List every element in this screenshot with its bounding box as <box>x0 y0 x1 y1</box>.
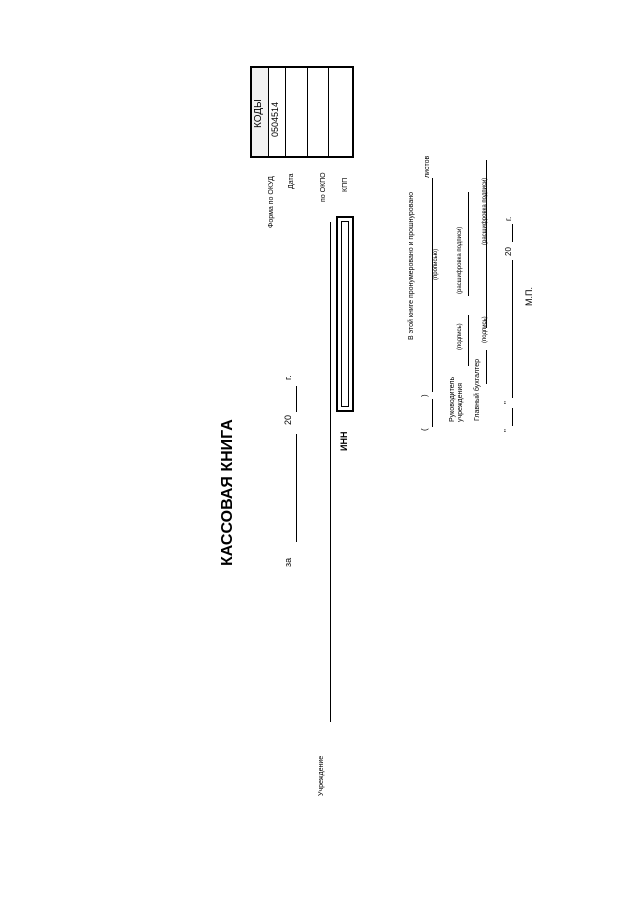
period-year-prefix: 20 <box>283 414 293 425</box>
certification-text: В этой книге пронумеровано и прошнурован… <box>408 192 415 340</box>
in-words-hint: (прописью) <box>433 248 439 280</box>
date-year-suffix: г. <box>504 216 513 221</box>
accountant-signature-line <box>486 350 487 384</box>
kpp-label: КПП <box>342 177 349 192</box>
date-day-line <box>512 408 513 426</box>
inn-field-box <box>336 216 354 412</box>
open-paren: ( <box>420 428 429 431</box>
date-quote-open: " <box>503 429 512 432</box>
codes-table <box>250 66 354 158</box>
period-year-suffix: г. <box>283 375 293 380</box>
codes-header-cell <box>252 68 268 156</box>
accountant-decoding-hint: (расшифровка подписи) <box>482 177 488 245</box>
codes-header: КОДЫ <box>253 99 264 128</box>
date-label: Дата <box>288 173 295 189</box>
period-year-line <box>296 386 297 412</box>
head-decoding-hint: (расшифровка подписи) <box>457 226 463 294</box>
codes-row-divider <box>268 68 269 156</box>
chief-accountant-label: Главный бухгалтер <box>474 359 481 421</box>
institution-label: Учреждение <box>318 755 325 796</box>
period-prefix: за <box>283 557 293 567</box>
sheets-words-line <box>432 178 433 392</box>
stamp-mark: М.П. <box>524 287 534 306</box>
okud-code-value: 0504514 <box>270 101 280 137</box>
accountant-decoding-line <box>486 160 487 328</box>
sheets-number-line <box>432 399 433 427</box>
okpo-label: по ОКПО <box>320 172 327 202</box>
date-month-line <box>512 260 513 398</box>
institution-line <box>330 222 331 722</box>
sheets-label: листов <box>424 155 431 178</box>
close-paren: ) <box>420 394 429 397</box>
date-quote-close: " <box>503 401 512 404</box>
head-signature-hint: (подпись) <box>457 323 463 350</box>
head-decoding-line <box>468 192 469 296</box>
accountant-signature-hint: (подпись) <box>482 316 488 343</box>
head-signature-line <box>468 315 469 366</box>
head-label: Руководитель учреждения <box>449 376 464 422</box>
codes-row-divider <box>307 68 308 156</box>
inn-label: ИНН <box>339 431 349 451</box>
period-date-line <box>296 434 297 542</box>
page-title: КАССОВАЯ КНИГА <box>219 419 236 566</box>
date-year-line <box>512 224 513 242</box>
codes-row-divider <box>285 68 286 156</box>
date-year-prefix: 20 <box>504 247 513 256</box>
okud-label: Форма по ОКУД <box>268 176 275 228</box>
codes-row-divider <box>328 68 329 156</box>
